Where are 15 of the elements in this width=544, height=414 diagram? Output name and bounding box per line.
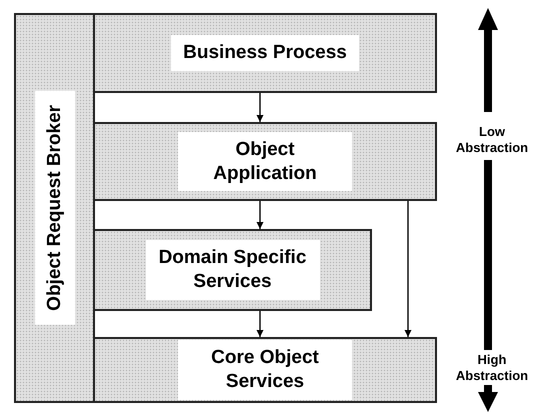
broker-band <box>14 13 95 403</box>
layer-label: Object Application <box>178 132 352 192</box>
layer-box <box>93 13 437 93</box>
layer-label: Core Object Services <box>178 340 352 400</box>
layer-label: Object Request Broker <box>34 91 74 325</box>
layer-label: Business Process <box>171 35 359 71</box>
abstraction-label: High Abstraction <box>454 352 530 384</box>
layer-box <box>93 229 372 311</box>
layer-box <box>93 337 437 403</box>
layer-label: Domain Specific Services <box>146 240 320 300</box>
arrow <box>256 93 264 122</box>
abstraction-label: Low Abstraction <box>454 124 530 156</box>
layer-box <box>93 122 437 201</box>
arrow <box>404 201 412 337</box>
arrow <box>256 201 264 229</box>
